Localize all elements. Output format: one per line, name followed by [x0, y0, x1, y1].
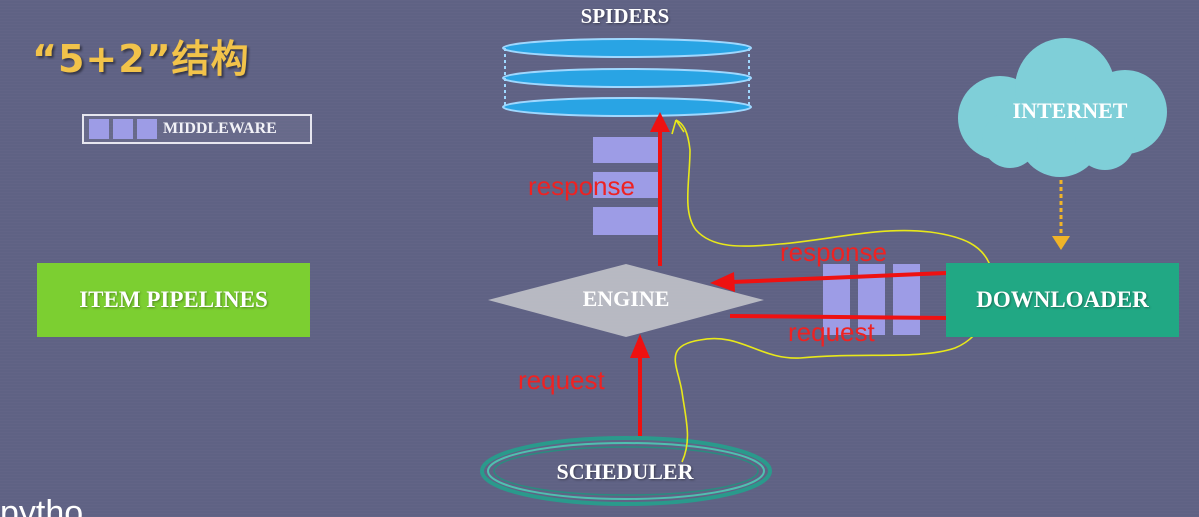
- request-annotation-vertical: request: [518, 365, 605, 395]
- engine-shape: [488, 264, 764, 337]
- item-pipelines-label: ITEM PIPELINES: [79, 287, 268, 312]
- downloader-box: DOWNLOADER: [946, 263, 1179, 337]
- scheduler-label: SCHEDULER: [556, 459, 694, 484]
- request-response-arrows: [630, 112, 974, 436]
- spiders-shape: [502, 38, 752, 117]
- response-annotation-vertical: response: [528, 171, 635, 201]
- engine-label: ENGINE: [582, 286, 670, 311]
- internet-label: INTERNET: [1012, 98, 1128, 123]
- legend-square: [89, 119, 109, 139]
- legend-label: MIDDLEWARE: [163, 120, 277, 137]
- internet-arrow: [1052, 180, 1070, 250]
- spiders-label: SPIDERS: [580, 4, 670, 28]
- legend-square: [113, 119, 133, 139]
- watermark-logo: pytho: [0, 494, 84, 517]
- middleware-legend: MIDDLEWARE: [82, 114, 312, 144]
- trace-arrowhead: [671, 119, 685, 135]
- legend-square: [137, 119, 157, 139]
- page-title: “5+2”结构: [32, 37, 250, 81]
- internet-cloud: [958, 38, 1167, 177]
- item-pipelines-box: ITEM PIPELINES: [37, 263, 310, 337]
- scheduler-shape: [480, 436, 772, 506]
- spider-middleware: [593, 137, 659, 235]
- response-annotation-horizontal: response: [780, 237, 887, 267]
- downloader-label: DOWNLOADER: [976, 287, 1149, 312]
- request-annotation-horizontal: request: [788, 317, 875, 347]
